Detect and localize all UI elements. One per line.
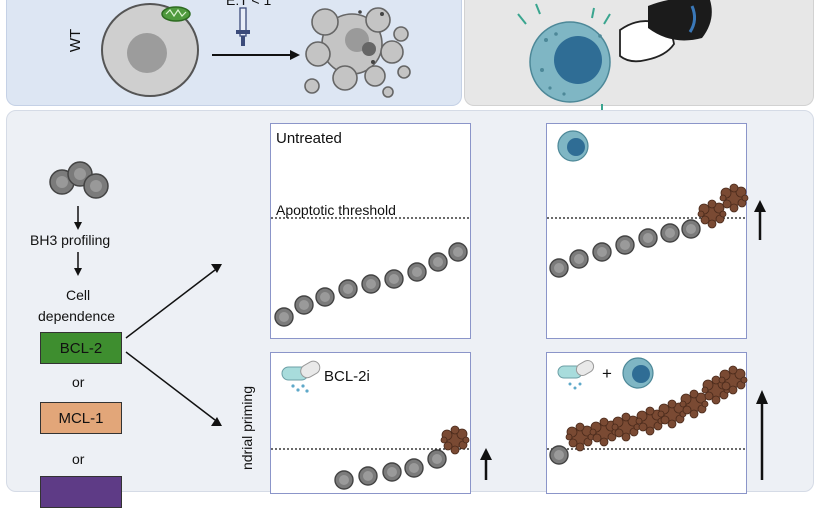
or-label-2: or: [72, 451, 85, 467]
bcl2-box-label: BCL-2: [59, 339, 103, 357]
tcell-plot-dead-cell-0: [697, 199, 727, 229]
untreated-cell-5: [384, 269, 404, 289]
threshold-label: Apoptotic threshold: [276, 202, 396, 218]
bcl2i-cell-1: [358, 466, 378, 486]
tcell-icon-combo: [622, 357, 654, 389]
wt-cell-illustration: [101, 3, 411, 98]
bcl2i-cell-0: [334, 470, 354, 490]
dependence-label: dependence: [38, 308, 116, 324]
bcl2i-dead-cell-0: [440, 425, 470, 455]
bcl2i-cell-3: [404, 458, 424, 478]
combo-dead-cell-2: [611, 412, 641, 442]
combo-dead-cell-1: [589, 417, 619, 447]
cell-label: Cell: [66, 287, 91, 303]
bcl2i-label: BCL-2i: [324, 368, 370, 385]
effector-target-ratio: E:T < 1: [226, 0, 272, 8]
mcl1-box: MCL-1: [40, 402, 122, 434]
tcell-plot-cell-6: [681, 219, 701, 239]
bcl2-box: BCL-2: [40, 332, 122, 364]
untreated-cell-7: [428, 252, 448, 272]
flow-arrows: [74, 206, 222, 426]
tcell-attack-illustration: [517, 0, 712, 110]
untreated-cell-6: [407, 262, 427, 282]
mcl1-box-label: MCL-1: [58, 409, 104, 427]
combo-dead-cell-6: [701, 375, 731, 405]
untreated-cell-8: [448, 242, 468, 262]
tcell-plot-cell-3: [615, 235, 635, 255]
tcell-plot-cell-2: [592, 242, 612, 262]
tcell-plot-cell-5: [660, 223, 680, 243]
tcell-plot-cell-4: [638, 228, 658, 248]
untreated-cell-2: [315, 287, 335, 307]
combo-plus: +: [602, 364, 612, 383]
bcl2i-cell-2: [382, 462, 402, 482]
drug-pill-icon-combo: [557, 360, 595, 390]
drug-pill-icon: [281, 360, 321, 393]
untreated-cell-3: [338, 279, 358, 299]
combo-dead-cell-5: [679, 389, 709, 419]
untreated-cell-1: [294, 295, 314, 315]
untreated-cell-4: [361, 274, 381, 294]
bcl2i-cell-4: [427, 449, 447, 469]
cell-cluster-icon: [49, 161, 109, 199]
combo-dead-cell-0: [565, 422, 595, 452]
untreated-cell-0: [274, 307, 294, 327]
tcell-icon-small: [557, 130, 589, 162]
tcell-plot-dead-cell-1: [719, 183, 749, 213]
combo-cell-0: [549, 445, 569, 465]
tcell-plot-cell-1: [569, 249, 589, 269]
bh3-profiling-label: BH3 profiling: [30, 232, 111, 248]
or-label-1: or: [72, 374, 85, 390]
untreated-title: Untreated: [276, 130, 342, 147]
combo-dead-cell-7: [718, 365, 748, 395]
tcell-plot-cell-0: [549, 258, 569, 278]
